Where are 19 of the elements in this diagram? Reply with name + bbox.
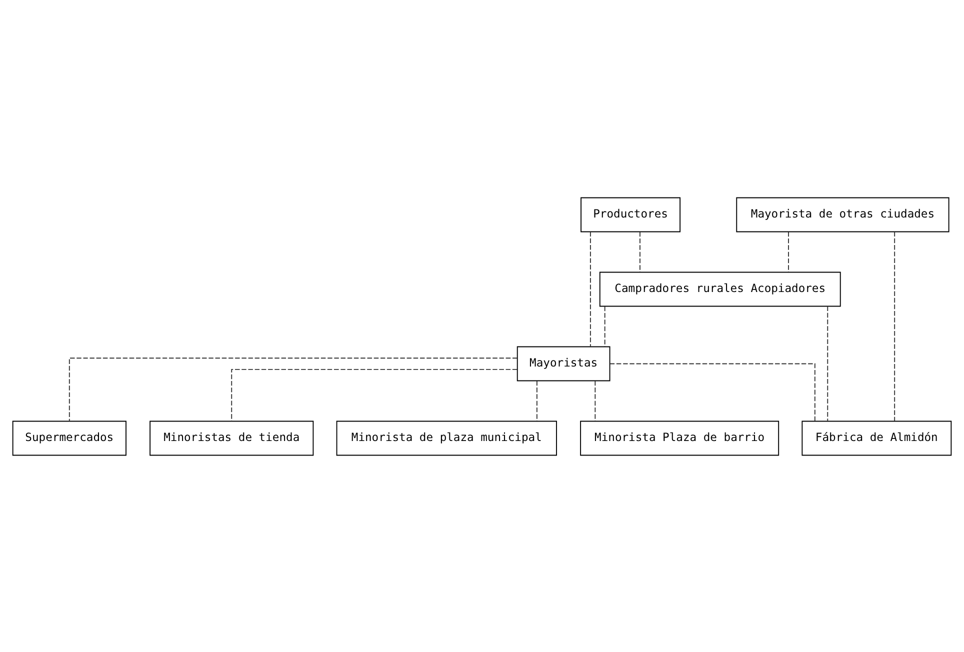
node-box: Productores: [580, 196, 681, 232]
node-box: Mayorista de otras ciudades: [736, 196, 950, 232]
connector: [610, 362, 816, 421]
connector: [827, 305, 828, 421]
node-box: Fábrica de Almidón: [802, 420, 952, 456]
node-box: Supermercados: [12, 420, 126, 456]
connector: [231, 368, 518, 422]
connector: [68, 357, 518, 422]
connector: [894, 230, 896, 421]
connector: [590, 230, 591, 346]
node-box: Campradores rurales Acopiadores: [599, 271, 841, 306]
connector: [788, 231, 789, 272]
node-box: Minorista de plaza municipal: [336, 420, 557, 456]
node-box: Minorista Plaza de barrio: [580, 420, 780, 456]
connector: [536, 380, 538, 422]
connector: [594, 380, 596, 422]
node-box: Mayoristas: [516, 346, 610, 381]
node-box: Minoristas de tienda: [150, 420, 314, 456]
connector: [604, 306, 606, 347]
